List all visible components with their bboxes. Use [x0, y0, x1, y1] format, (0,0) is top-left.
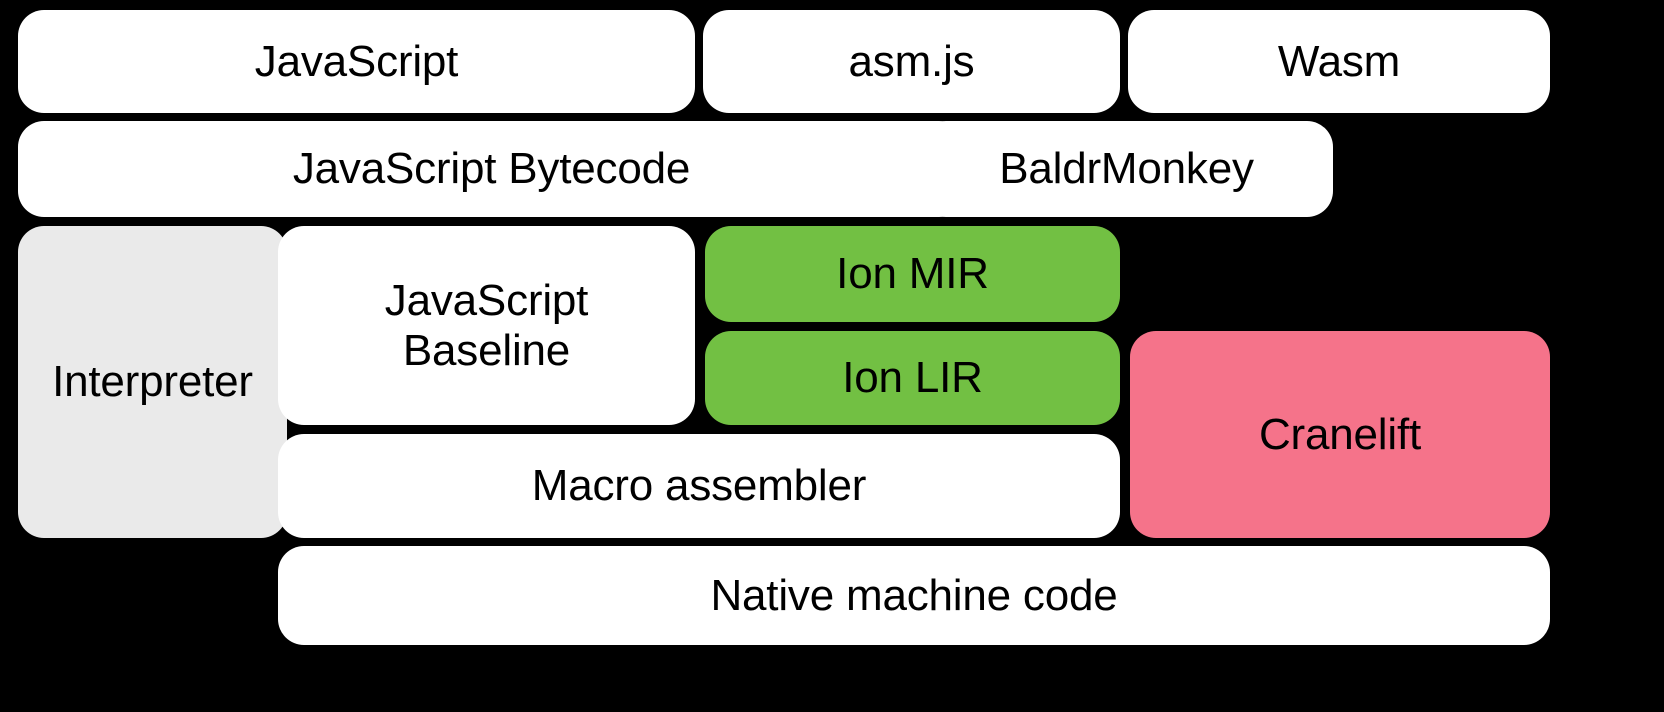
- node-javascript-baseline: JavaScript Baseline: [278, 226, 695, 425]
- node-cranelift: Cranelift: [1130, 331, 1550, 538]
- node-baldrmonkey: BaldrMonkey: [920, 121, 1333, 217]
- node-ion-lir: Ion LIR: [705, 331, 1120, 425]
- node-javascript-bytecode: JavaScript Bytecode: [18, 121, 965, 217]
- node-javascript: JavaScript: [18, 10, 695, 113]
- node-macro-assembler: Macro assembler: [278, 434, 1120, 538]
- node-ion-mir: Ion MIR: [705, 226, 1120, 322]
- node-native-machine-code: Native machine code: [278, 546, 1550, 645]
- node-wasm: Wasm: [1128, 10, 1550, 113]
- node-interpreter: Interpreter: [18, 226, 287, 538]
- node-asm-js: asm.js: [703, 10, 1120, 113]
